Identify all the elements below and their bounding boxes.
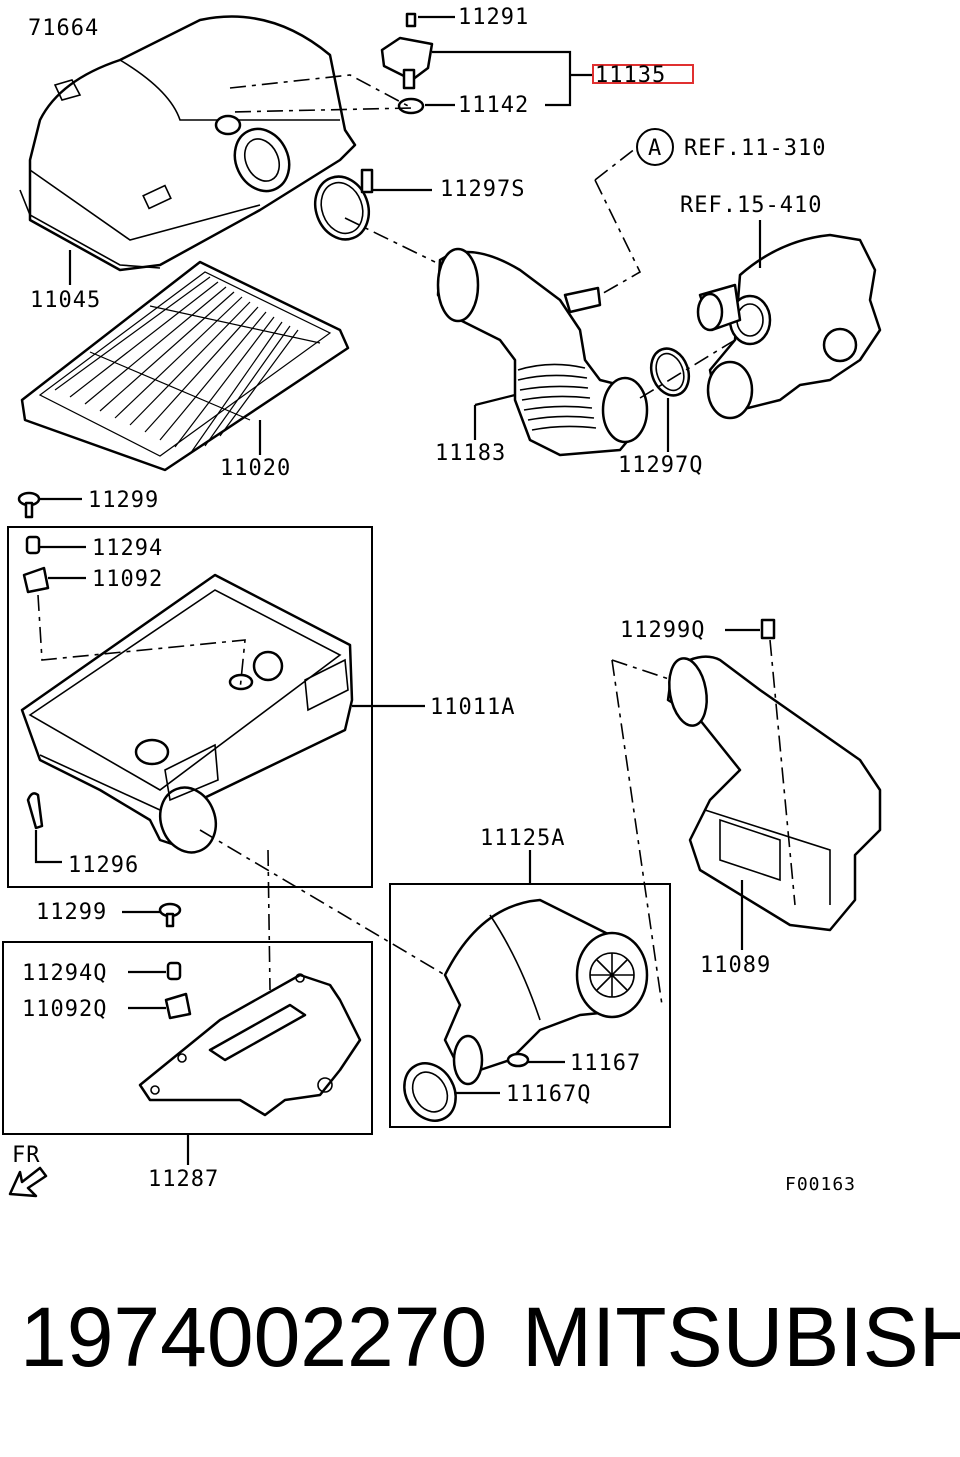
label-11011a: 11011A: [430, 695, 515, 720]
label-11294: 11294: [92, 536, 163, 561]
label-11297q: 11297Q: [618, 453, 703, 478]
hose-clamp-11297q: [649, 347, 691, 397]
footer-part-number: 1974002270: [20, 1290, 487, 1384]
screw-11299-top: [17, 491, 41, 519]
leader-lines: [34, 15, 762, 1165]
bracket-11287: [138, 973, 362, 1117]
label-11297s: 11297S: [440, 177, 525, 202]
label-fr: FR: [12, 1143, 41, 1168]
label-11167: 11167: [570, 1051, 641, 1076]
figure-code: F00163: [785, 1174, 856, 1195]
intake-hose-11183: [436, 247, 649, 457]
grommet-11294: [25, 535, 41, 555]
label-11299q: 11299Q: [620, 618, 705, 643]
label-ref-11-310: REF.11-310: [684, 136, 826, 161]
grommet-11294q: [166, 961, 182, 981]
screw-11299-mid: [158, 902, 182, 928]
label-11092: 11092: [92, 567, 163, 592]
label-11287: 11287: [148, 1167, 219, 1192]
highlight-box-11135: [592, 64, 694, 84]
label-11135: 11135: [595, 63, 666, 88]
label-11125a: 11125A: [480, 826, 565, 851]
label-11291: 11291: [458, 5, 529, 30]
air-filter-element-11020: [20, 260, 350, 472]
air-duct-11089: [666, 618, 882, 932]
label-11296: 11296: [68, 853, 139, 878]
label-11299-top: 11299: [88, 488, 159, 513]
grommet-11092q: [164, 992, 192, 1020]
label-11183: 11183: [435, 441, 506, 466]
air-cleaner-case-11011a: [20, 573, 354, 854]
footer-brand: MITSUBISHI: [522, 1290, 960, 1384]
label-11294q: 11294Q: [22, 961, 107, 986]
front-arrow-icon: [8, 1166, 48, 1198]
air-cleaner-cover-11045: [19, 15, 357, 272]
label-11092q: 11092Q: [22, 997, 107, 1022]
label-11142: 11142: [458, 93, 529, 118]
grommet-11092: [22, 566, 50, 594]
label-71664: 71664: [28, 16, 99, 41]
label-11020: 11020: [220, 456, 291, 481]
label-ref-a-circle: A: [648, 136, 662, 161]
part-labels: 71664 11291 11135 11142 A REF.11-310 REF…: [12, 5, 856, 1195]
label-ref-15-410: REF.15-410: [680, 193, 822, 218]
air-inlet-11125a: [403, 898, 649, 1122]
assembly-dashed-lines: [37, 74, 796, 1006]
label-11045: 11045: [30, 288, 101, 313]
label-11167q: 11167Q: [506, 1082, 591, 1107]
label-11089: 11089: [700, 953, 771, 978]
label-11299-mid: 11299: [36, 900, 107, 925]
airflow-sensor-11135: [380, 12, 434, 115]
turbocharger-ref-15-410: [696, 233, 882, 420]
reference-circle-a: [636, 128, 674, 166]
hose-clamp-11297s: [313, 168, 374, 241]
